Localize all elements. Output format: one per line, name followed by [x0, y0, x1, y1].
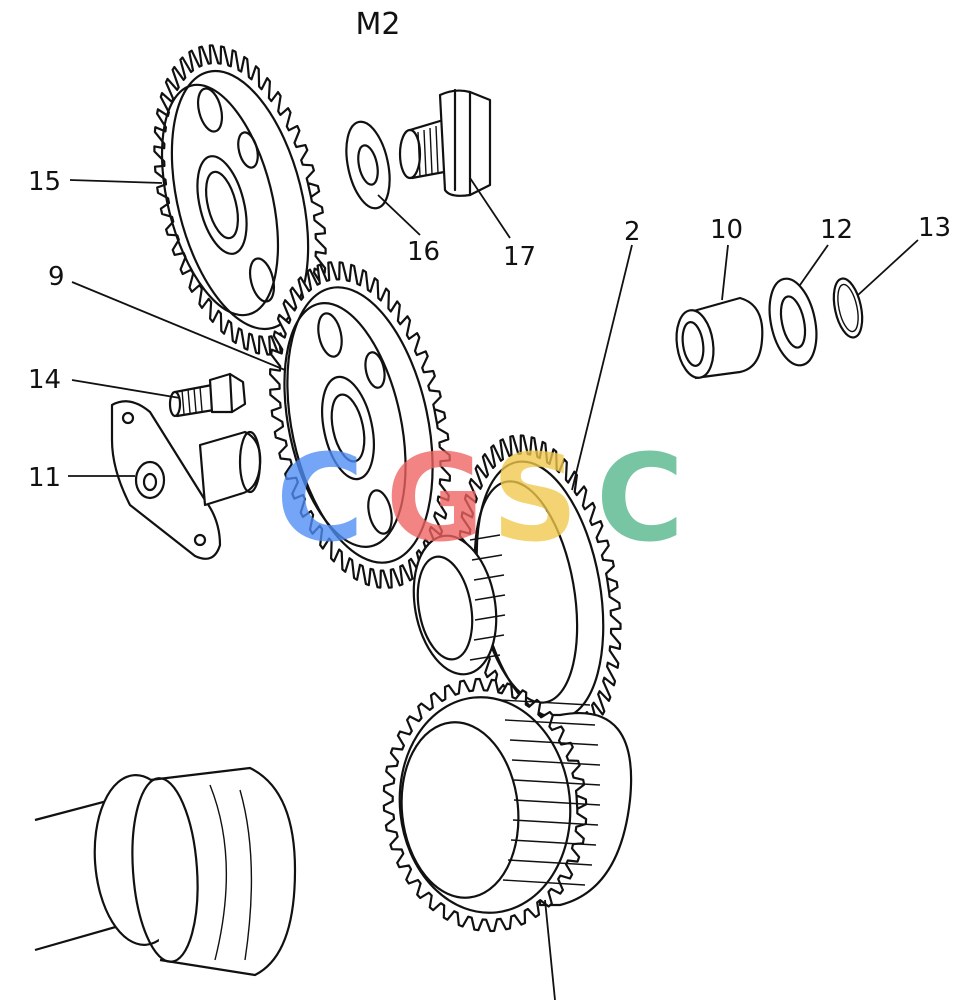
crank-gear — [382, 677, 633, 933]
callout-10: 10 — [710, 215, 743, 245]
watermark-letter-c1: C — [276, 430, 364, 569]
callout-2: 2 — [624, 217, 641, 247]
gear-9 — [269, 261, 451, 589]
bolt-14 — [168, 372, 247, 418]
washer-12 — [768, 277, 818, 367]
watermark-letter-s: S — [492, 430, 578, 569]
idler-shaft-11 — [110, 400, 262, 560]
watermark-letter-g: G — [386, 430, 485, 569]
callout-17: 17 — [503, 242, 536, 272]
watermark-letter-c2: C — [596, 430, 684, 569]
callout-11: 11 — [28, 463, 61, 493]
watermark: C G S C — [276, 430, 684, 569]
bushing-10 — [675, 296, 764, 380]
callout-9: 9 — [48, 262, 65, 292]
gear-2 — [412, 434, 622, 746]
callout-13: 13 — [918, 213, 951, 243]
leader-lines — [68, 177, 919, 1000]
callout-15: 15 — [28, 167, 61, 197]
callout-14: 14 — [28, 365, 61, 395]
washer-16 — [345, 120, 391, 210]
callout-16: 16 — [407, 237, 440, 267]
snap-ring-13 — [832, 277, 864, 339]
diagram-title: M2 — [356, 7, 401, 42]
gear-15 — [153, 44, 327, 356]
crankshaft — [34, 766, 297, 977]
callout-labels: 15 9 14 11 16 17 2 10 12 13 — [28, 167, 951, 493]
callout-12: 12 — [820, 215, 853, 245]
bolt-17 — [398, 88, 492, 197]
